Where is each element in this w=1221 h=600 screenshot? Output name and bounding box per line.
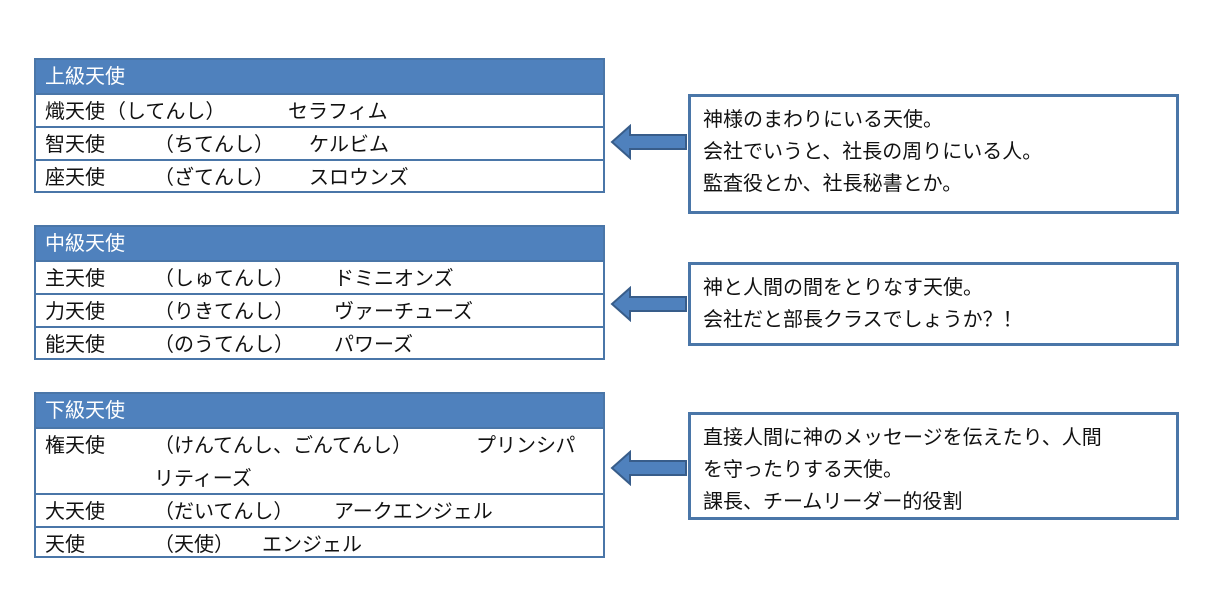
- angel-group-upper: 上級天使 熾天使 （してんし） セラフィム 智天使 （ちてんし） ケルビム 座天…: [34, 58, 605, 193]
- angel-reading: （だいてんし）: [154, 499, 294, 523]
- table-row: 能天使 （のうてんし） パワーズ: [36, 326, 603, 359]
- angel-name: 天使: [45, 532, 85, 556]
- angel-reading: （しゅてんし）: [154, 266, 294, 290]
- angel-reading: （けんてんし、ごんてんし）: [154, 433, 412, 457]
- angel-reading: （天使）: [154, 532, 234, 556]
- angel-reading: （してんし）: [106, 99, 226, 123]
- angel-english: プリンシパ: [476, 433, 576, 457]
- angel-name: 智天使: [45, 132, 105, 156]
- note-line: を守ったりする天使。: [703, 457, 903, 481]
- table-row: 智天使 （ちてんし） ケルビム: [36, 126, 603, 159]
- angel-name: 力天使: [45, 299, 105, 323]
- group-title: 中級天使: [36, 227, 603, 260]
- angel-english: アークエンジェル: [334, 499, 493, 523]
- note-line: 神と人間の間をとりなす天使。: [703, 275, 983, 299]
- angel-reading: （ざてんし）: [154, 165, 274, 189]
- left-arrow-icon: [610, 450, 687, 486]
- left-arrow-icon: [610, 124, 687, 160]
- angel-reading: （ちてんし）: [154, 132, 274, 156]
- note-line: 直接人間に神のメッセージを伝えたり、人間: [703, 425, 1102, 449]
- angel-group-middle: 中級天使 主天使 （しゅてんし） ドミニオンズ 力天使 （りきてんし） ヴァーチ…: [34, 225, 605, 360]
- angel-name: 座天使: [45, 165, 105, 189]
- note-line: 監査役とか、社長秘書とか。: [703, 171, 963, 195]
- angel-name: 権天使: [45, 433, 105, 457]
- angel-group-lower: 下級天使 権天使 （けんてんし、ごんてんし） プリンシパ リティーズ 大天使 （…: [34, 392, 605, 558]
- angel-english: ケルビム: [309, 132, 389, 156]
- angel-english: ドミニオンズ: [334, 266, 454, 290]
- angel-english: ヴァーチューズ: [334, 299, 473, 323]
- note-line: 課長、チームリーダー的役割: [703, 489, 963, 513]
- group-title: 上級天使: [36, 60, 603, 93]
- note-upper: 神様のまわりにいる天使。 会社でいうと、社長の周りにいる人。 監査役とか、社長秘…: [688, 94, 1179, 214]
- table-row: 主天使 （しゅてんし） ドミニオンズ: [36, 260, 603, 293]
- left-arrow-icon: [610, 286, 687, 322]
- note-lower: 直接人間に神のメッセージを伝えたり、人間 を守ったりする天使。 課長、チームリー…: [688, 412, 1179, 520]
- angel-name: 主天使: [45, 266, 105, 290]
- table-row: 権天使 （けんてんし、ごんてんし） プリンシパ リティーズ: [36, 427, 603, 493]
- table-row: 天使 （天使） エンジェル: [36, 526, 603, 559]
- group-title: 下級天使: [36, 394, 603, 427]
- angel-reading: （りきてんし）: [154, 299, 294, 323]
- note-middle: 神と人間の間をとりなす天使。 会社だと部長クラスでしょうか？！: [688, 262, 1179, 346]
- angel-english: エンジェル: [262, 532, 362, 556]
- table-row: 大天使 （だいてんし） アークエンジェル: [36, 493, 603, 526]
- angel-english: セラフィム: [288, 99, 388, 123]
- table-row: 座天使 （ざてんし） スロウンズ: [36, 159, 603, 192]
- angel-reading: （のうてんし）: [154, 332, 294, 356]
- angel-english: パワーズ: [334, 332, 413, 356]
- angel-name: 能天使: [45, 332, 105, 356]
- note-line: 神様のまわりにいる天使。: [703, 107, 943, 131]
- note-line: 会社だと部長クラスでしょうか？！: [703, 307, 1023, 331]
- note-line: 会社でいうと、社長の周りにいる人。: [703, 139, 1043, 163]
- table-row: 力天使 （りきてんし） ヴァーチューズ: [36, 293, 603, 326]
- table-row: 熾天使 （してんし） セラフィム: [36, 93, 603, 126]
- angel-english: スロウンズ: [309, 165, 409, 189]
- angel-name: 大天使: [45, 499, 105, 523]
- angel-english-continued: リティーズ: [154, 466, 252, 490]
- angel-name: 熾天使: [45, 99, 105, 123]
